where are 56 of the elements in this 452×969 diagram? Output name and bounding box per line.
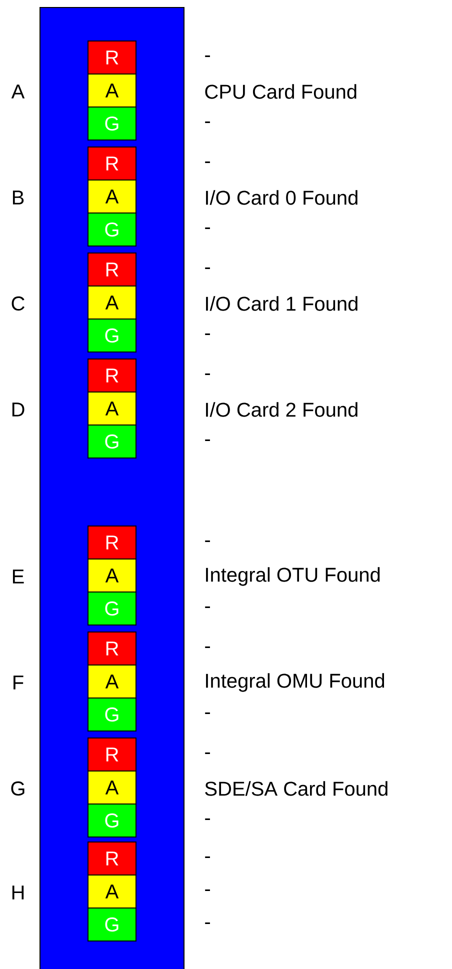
row-letter: E (12, 570, 24, 584)
led-box: G (88, 318, 136, 352)
led-box: A (88, 74, 136, 108)
status-text: - (205, 55, 210, 58)
led-box: R (88, 358, 136, 392)
status-text: - (205, 646, 210, 648)
led-box: G (88, 908, 136, 942)
led-box: A (88, 286, 136, 320)
led-box: G (88, 592, 136, 626)
led-box: R (88, 526, 136, 560)
led-box: R (88, 842, 136, 876)
status-text: I/O Card 2 Found (206, 402, 358, 417)
led-box: G (88, 212, 136, 246)
row-letter: G (11, 781, 24, 796)
status-text: - (205, 922, 210, 924)
led-box: A (88, 392, 136, 426)
status-text: - (205, 373, 210, 376)
status-text: SDE/SA Card Found (205, 781, 388, 796)
led-box: R (88, 146, 136, 180)
led-box: G (88, 424, 136, 458)
status-text: - (205, 712, 210, 714)
led-box: R (88, 252, 136, 286)
led-box: A (88, 558, 136, 592)
row-letter: H (12, 886, 24, 900)
led-box: R (88, 632, 136, 666)
row-letter: B (12, 190, 24, 204)
row-letter: D (12, 402, 24, 416)
led-box: A (88, 874, 136, 908)
status-text: - (205, 333, 210, 336)
status-text: - (205, 267, 210, 270)
status-text: Integral OMU Found (206, 673, 384, 692)
led-box: R (88, 40, 136, 74)
led-box: A (88, 770, 136, 804)
led-box: G (88, 698, 136, 732)
status-text: - (205, 540, 210, 542)
status-text: - (205, 889, 210, 892)
row-letter: F (14, 676, 24, 690)
status-text: - (205, 161, 210, 164)
status-text: CPU Card Found (205, 84, 356, 99)
status-text: Integral OTU Found (206, 567, 380, 586)
led-box: G (88, 106, 136, 141)
status-text: - (205, 121, 210, 124)
led-box: G (88, 804, 136, 838)
row-letter: A (11, 84, 25, 98)
led-box: A (88, 664, 136, 698)
led-box: A (88, 180, 136, 214)
status-text: - (205, 752, 210, 754)
status-text: - (205, 856, 210, 858)
status-text: - (205, 606, 210, 608)
status-text: - (205, 439, 210, 442)
row-letter: C (12, 296, 24, 311)
status-text: I/O Card 0 Found (206, 190, 358, 205)
status-text: I/O Card 1 Found (206, 296, 358, 311)
status-text: - (205, 818, 210, 820)
led-box: R (88, 738, 136, 772)
status-text: - (205, 227, 210, 230)
